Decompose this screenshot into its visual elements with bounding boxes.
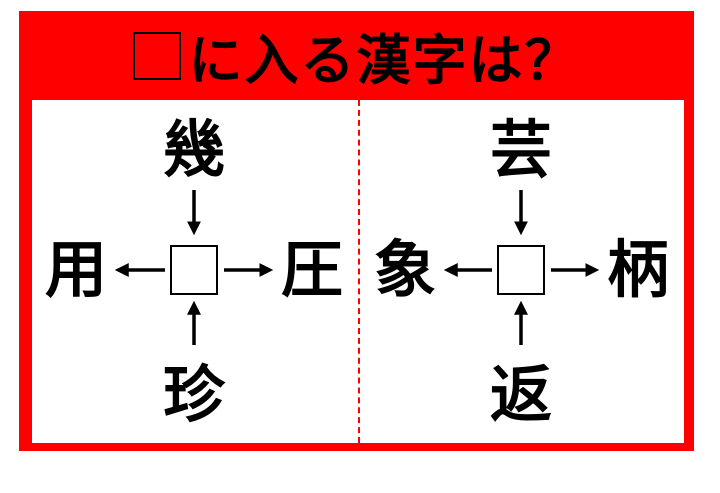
puzzle-2-left-kanji: 象 [373,233,436,306]
puzzle-1-bottom-kanji: 珍 [162,358,225,431]
puzzle-1-left-kanji: 用 [44,233,107,306]
title-bar: に入る漢字は？ [19,11,694,100]
blank-square-icon [132,31,181,80]
puzzle-1-right-kanji: 圧 [280,233,343,306]
puzzle-2-answer-box [497,245,545,295]
puzzle-2-top-kanji: 芸 [489,113,552,186]
puzzle-2-bottom-kanji: 返 [489,358,552,431]
puzzle-2-right-kanji: 柄 [606,233,669,306]
puzzle-1-answer-box [170,245,218,295]
title-text: に入る漢字は？ [188,29,581,92]
puzzle-1-top-kanji: 幾 [162,113,225,186]
dashed-divider [358,100,360,443]
